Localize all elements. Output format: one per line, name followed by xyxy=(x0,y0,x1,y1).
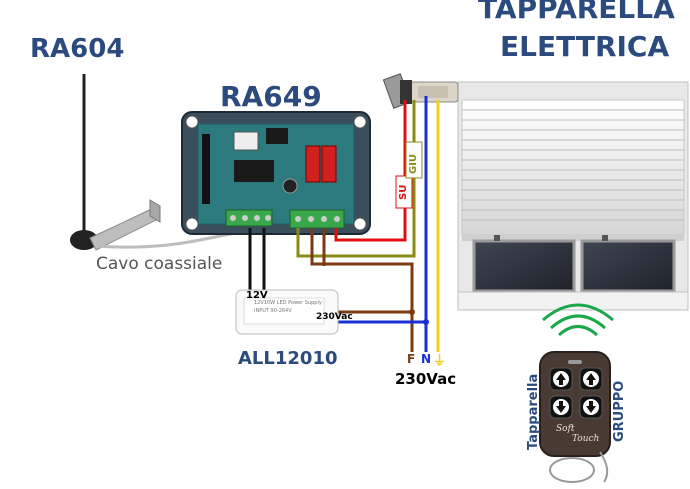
giu-tag-label: GIU xyxy=(408,153,419,174)
psu-name-label: ALL12010 xyxy=(238,348,338,369)
psu-text-1: 12V10W LED Power Supply xyxy=(254,300,322,306)
wire-common xyxy=(310,228,414,352)
up-arrow-icon xyxy=(556,373,566,385)
tubular-motor xyxy=(382,73,459,109)
shutter-slats xyxy=(461,99,685,236)
down-arrow-icon xyxy=(586,401,596,413)
antenna xyxy=(70,74,161,251)
earth-icon: ⏚ xyxy=(433,354,447,369)
tag-giu xyxy=(405,141,423,179)
ra649-label: RA649 xyxy=(220,80,322,113)
remote-brand-2: Touch xyxy=(572,434,600,444)
psu-text-2: INPUT 90-264V xyxy=(254,308,292,314)
up-arrow-icon xyxy=(586,373,596,385)
remote-left-label: Tapparella xyxy=(526,373,541,450)
remote-right-label: GRUPPO xyxy=(612,380,627,442)
psu-ac-input-label: 230Vac xyxy=(316,312,353,322)
shutter-title-line1: TAPPARELLA xyxy=(478,0,675,25)
coax-label: Cavo coassiale xyxy=(96,254,223,274)
terminal-n-label: N xyxy=(421,352,432,366)
shutter xyxy=(457,81,689,311)
dc-voltage-label: 12V xyxy=(246,290,268,301)
mains-voltage-label: 230Vac xyxy=(395,370,457,388)
wire-su xyxy=(334,100,407,242)
remote-brand-1: Soft xyxy=(556,424,575,434)
tag-su xyxy=(395,175,413,209)
receiver-board xyxy=(181,111,371,235)
power-supply xyxy=(235,289,339,335)
shutter-title-line2: ELETTRICA xyxy=(500,30,670,63)
down-arrow-icon xyxy=(556,401,566,413)
su-tag-label: SU xyxy=(398,184,409,200)
coax-cable xyxy=(95,230,241,249)
ra604-label: RA604 xyxy=(30,34,125,64)
remote-control xyxy=(539,303,614,483)
terminal-f-label: F xyxy=(407,352,416,366)
